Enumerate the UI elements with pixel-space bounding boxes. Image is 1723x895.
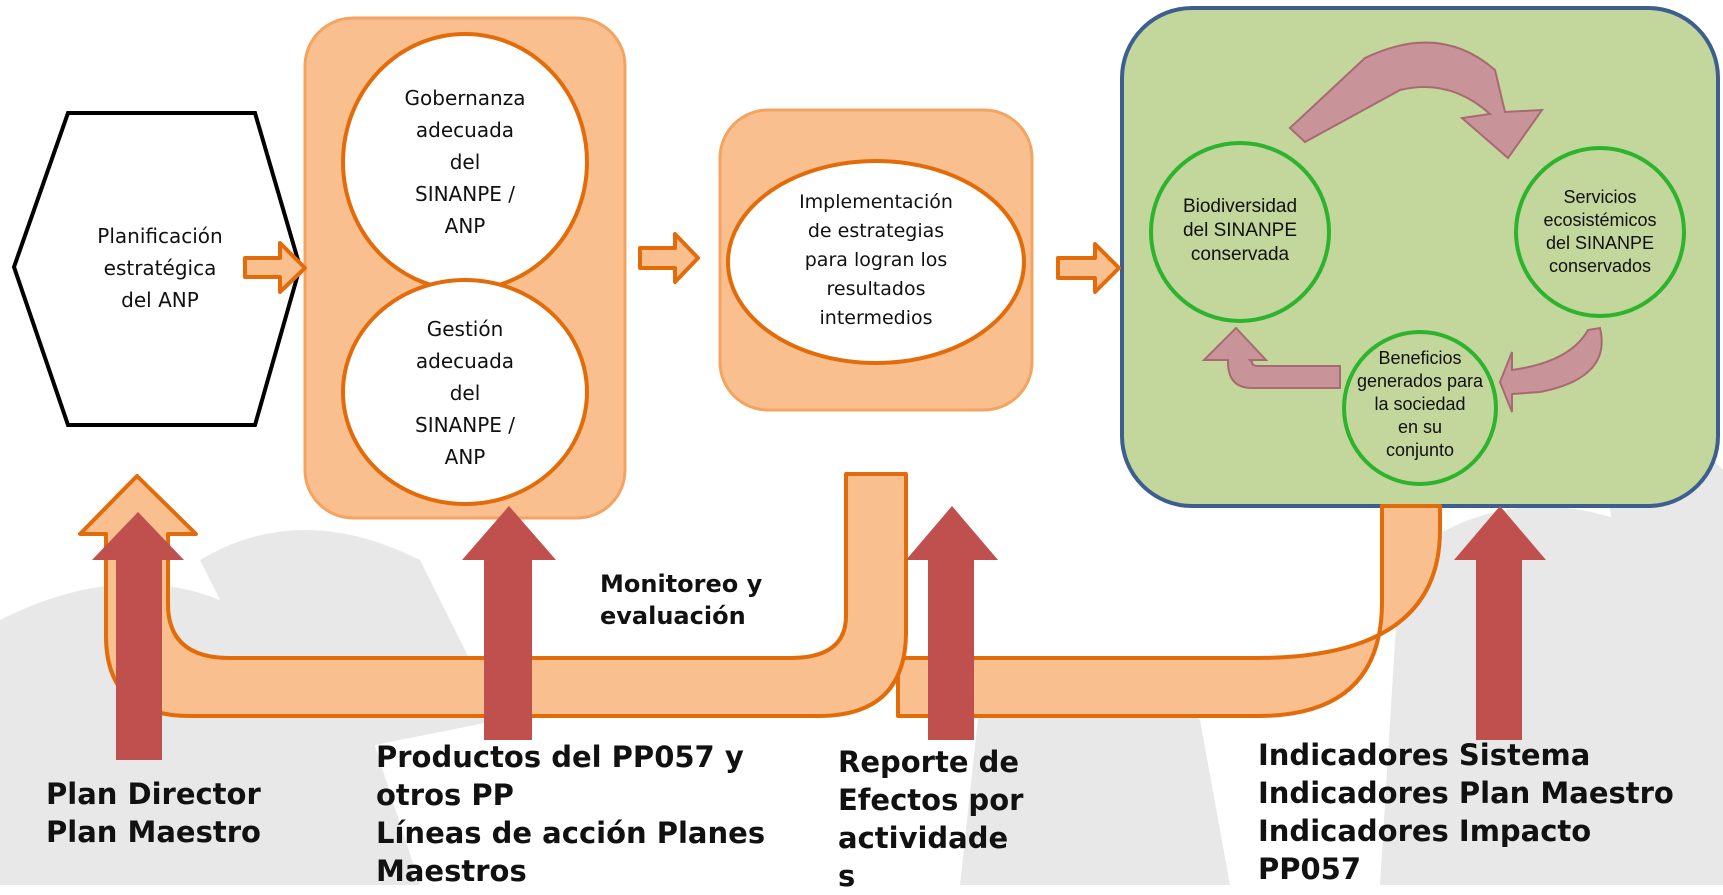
red-arrow-indicadores: [1454, 506, 1546, 740]
monitoring-band-right: [896, 504, 1442, 718]
red-arrow-productos: [462, 506, 556, 740]
cycle-arrow-top: [1288, 41, 1545, 160]
servicios-circle: [1514, 146, 1686, 318]
flow-arrow-3: [1056, 242, 1121, 294]
planificacion-hexagon: [11, 111, 303, 427]
gestion-ellipse: [341, 278, 589, 506]
red-arrow-reporte: [906, 506, 998, 740]
implementacion-label: Implementación de estrategias para logra…: [799, 191, 953, 329]
flow-arrow-2: [638, 232, 700, 284]
biodiversidad-label: Biodiversidad del SINANPE conservada: [1182, 196, 1298, 265]
beneficios-circle: [1342, 330, 1498, 486]
beneficios-label: Beneficios generados para la sociedad en…: [1356, 347, 1484, 460]
flow-arrows: [243, 232, 1121, 294]
cycle-arrows: [1201, 41, 1603, 413]
productos-label: Productos del PP057 y otros PP Líneas de…: [376, 740, 766, 888]
cycle-arrow-right: [1498, 326, 1603, 413]
red-arrows: [92, 506, 1546, 760]
biodiversidad-circle: [1149, 141, 1331, 323]
gestion-label: Gestión adecuada del SINANPE / ANP: [415, 317, 515, 469]
flow-arrow-1: [243, 241, 307, 294]
cycle-arrow-bottom: [1201, 326, 1341, 389]
plan-director-label: Plan Director Plan Maestro: [46, 777, 261, 849]
implementacion-ellipse: [726, 159, 1026, 365]
red-arrow-plan: [92, 512, 184, 760]
gobernanza-label: Gobernanza adecuada del SINANPE / ANP: [404, 86, 526, 238]
reporte-label: Reporte de Efectos por actividade s: [838, 745, 1024, 893]
planificacion-label: Planificación estratégica del ANP: [97, 224, 223, 312]
servicios-label: Servicios ecosistémicos del SINANPE cons…: [1543, 187, 1657, 276]
monitoreo-label: Monitoreo y evaluación: [600, 570, 763, 630]
indicadores-label: Indicadores Sistema Indicadores Plan Mae…: [1258, 738, 1674, 886]
